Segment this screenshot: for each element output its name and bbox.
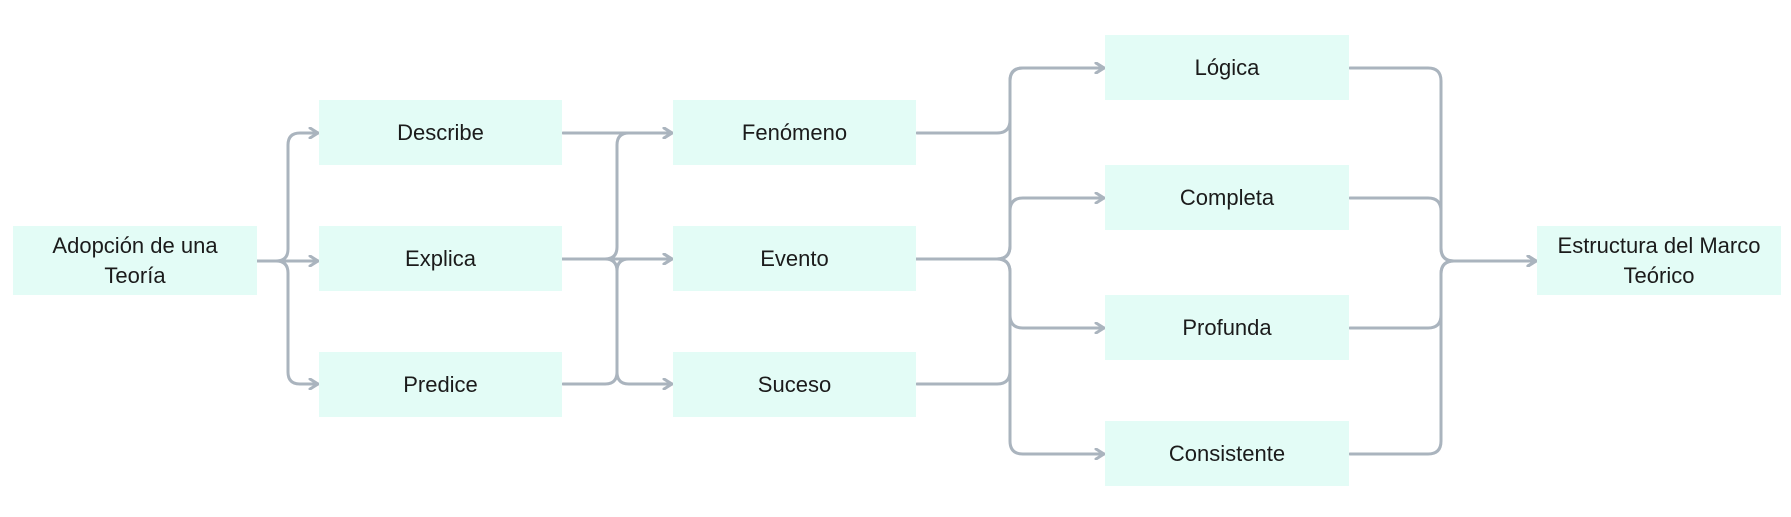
- connector-suceso-to-trunk: [915, 338, 1012, 386]
- connector-explica-to-fenomeno: [561, 133, 674, 261]
- node-fenomeno: Fenómeno: [673, 100, 916, 165]
- node-profunda: Profunda: [1105, 295, 1349, 360]
- node-estructura-marco-teorico: Estructura del Marco Teórico: [1537, 226, 1781, 295]
- node-adopcion-teoria: Adopción de una Teoría: [13, 226, 257, 295]
- node-describe: Describe: [319, 100, 562, 165]
- node-logica: Lógica: [1105, 35, 1349, 100]
- node-evento: Evento: [673, 226, 916, 291]
- connector-completa-to-result: [1348, 196, 1538, 261]
- connector-predice-to-evento: [561, 259, 674, 386]
- connector-consistente-to-result: [1348, 261, 1538, 456]
- connector-root-to-predice: [256, 259, 320, 384]
- node-explica: Explica: [319, 226, 562, 291]
- node-completa: Completa: [1105, 165, 1349, 230]
- node-consistente: Consistente: [1105, 421, 1349, 486]
- connector-root-to-describe: [256, 133, 320, 263]
- connector-profunda-to-result: [1348, 261, 1538, 330]
- connector-logica-to-result: [1348, 66, 1538, 261]
- node-predice: Predice: [319, 352, 562, 417]
- connector-evento-to-completa: [915, 198, 1106, 261]
- node-suceso: Suceso: [673, 352, 916, 417]
